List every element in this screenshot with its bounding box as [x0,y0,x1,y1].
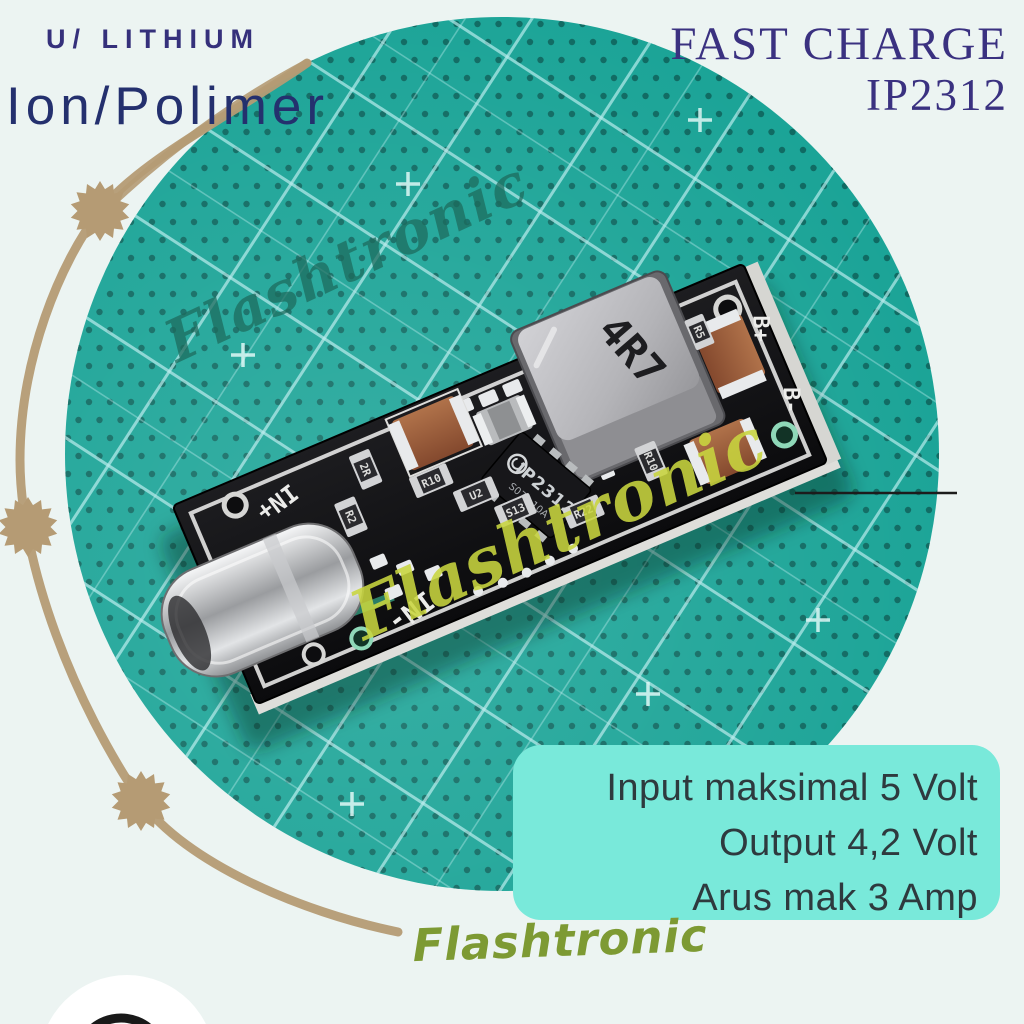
brand-logo-text: Flashtronic [411,908,709,973]
starburst-badge-icon [70,181,130,241]
page-title: Ion/Polimer [6,77,330,136]
starburst-badge-icon [0,497,58,557]
inductor: 4R7 [510,270,726,485]
spec-input: Input maksimal 5 Volt [606,767,978,809]
pcb-board: IN+ IN- B+ B- 4R7 [160,261,842,715]
resistor-code: R2 [342,508,359,525]
spec-output: Output 4,2 Volt [719,822,978,864]
pad-hole-left [301,642,326,667]
resistors: R2 2R R10 U2 S13 R22 R10 R5 [334,313,715,538]
silkscreen-b-minus: B- [778,387,803,414]
partial-logo-mark [90,1013,152,1024]
ic-logo-icon [507,453,528,475]
eyebrow-text: U/ LITHIUM [46,24,260,54]
product-heading: FAST CHARGE IP2312 [670,18,1008,120]
mount-hole-b-minus [770,421,798,449]
hand-drawn-ring-stroke [106,59,311,209]
resistor-code: 2R [357,461,374,479]
resistor-code: U2 [468,486,485,503]
usb-c-connector [160,522,365,678]
product-line1: FAST CHARGE [670,18,1008,70]
mount-hole-in-plus [221,491,249,519]
capacitor [384,387,484,478]
spec-current: Arus mak 3 Amp [692,877,978,919]
product-line2: IP2312 [865,70,1008,120]
starburst-badge-icon [111,771,171,831]
silkscreen-b-plus: B+ [747,315,772,342]
capacitor-small [472,394,537,446]
resistor-code: R5 [690,324,707,341]
capacitor [683,417,767,486]
pad-hole-green [349,626,374,651]
specs-box: Input maksimal 5 Volt Output 4,2 Volt Ar… [513,745,1000,920]
logo-backdrop-circle [48,975,206,1024]
